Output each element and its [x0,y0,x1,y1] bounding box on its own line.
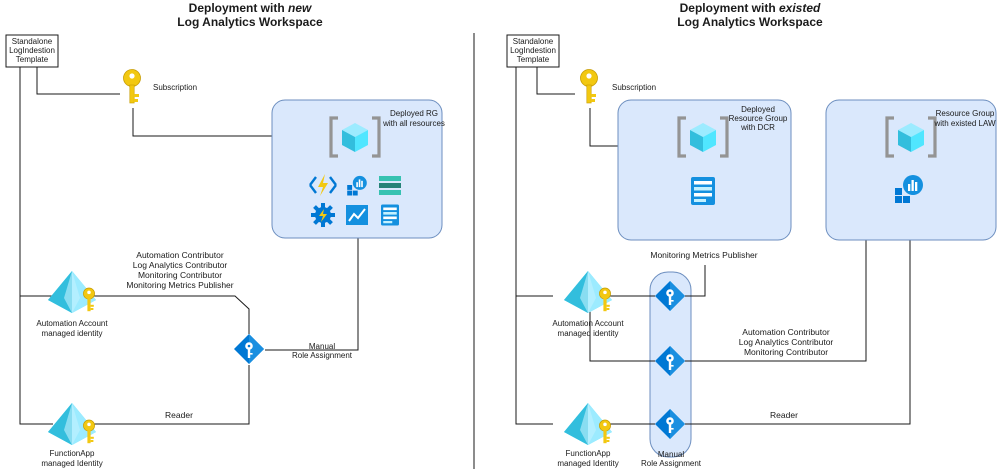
left-function-label-2: managed Identity [41,459,102,468]
left-diagram: Deployment with new Log Analytics Worksp… [5,1,445,468]
right-rg-law-label-2: with existed LAW [933,119,996,128]
right-publisher-label: Monitoring Metrics Publisher [650,250,757,260]
right-function-identity-icon[interactable] [563,402,613,446]
right-automation-label-1: Automation Account [552,319,624,328]
left-title: Deployment with new [189,1,312,15]
right-subscription-label: Subscription [612,83,656,92]
right-template-box[interactable] [506,34,560,68]
automation-account-icon [311,203,335,227]
left-template-box[interactable] [5,34,59,68]
left-function-identity-icon[interactable] [47,402,97,446]
left-role-line-3: Monitoring Contributor [138,270,222,280]
right-role-line-1: Automation Contributor [742,327,830,337]
right-rg-dcr-label-1: Deployed [741,105,775,114]
left-rg-label-1: Deployed RG [390,109,438,118]
right-title: Deployment with existed [680,1,821,15]
data-collection-rule-icon [381,204,399,226]
left-role-line-2: Log Analytics Contributor [133,260,228,270]
right-rg-law-group[interactable] [825,99,997,241]
right-function-label-1: FunctionApp [566,449,611,458]
left-template-label-2: LogIndestion [9,46,55,55]
right-rg-dcr-group[interactable] [617,99,792,241]
left-reader-label: Reader [165,410,193,420]
left-automation-label-2: managed identity [42,329,103,338]
right-template-label-1: Standalone [513,37,554,46]
left-manual-label-1: Manual [309,342,335,351]
right-automation-identity-icon[interactable] [563,270,613,314]
left-role-assignment-icon[interactable] [234,334,264,364]
left-subscription-label: Subscription [153,83,197,92]
right-rg-dcr-label-3: with DCR [740,123,775,132]
right-role-line-3: Monitoring Contributor [744,347,828,357]
storage-account-icon [379,176,401,195]
left-role-line-1: Automation Contributor [136,250,224,260]
right-subscription-key-icon [580,69,598,104]
left-template-label-1: Standalone [12,37,53,46]
left-title-line2: Log Analytics Workspace [177,15,323,29]
right-rg-law-label-1: Resource Group [936,109,995,118]
right-function-label-2: managed Identity [557,459,618,468]
right-dcr-icon [691,177,715,205]
left-automation-identity-icon[interactable] [47,270,97,314]
left-manual-label-2: Role Assignment [292,351,353,360]
left-automation-label-1: Automation Account [36,319,108,328]
left-deployed-rg-group[interactable] [271,99,443,239]
left-subscription-key-icon [123,69,141,104]
right-template-label-3: Template [517,55,550,64]
right-manual-label-1: Manual [658,450,684,459]
left-function-label-1: FunctionApp [50,449,95,458]
function-app-icon [309,174,337,196]
workbook-icon [346,205,368,225]
left-rg-label-2: with all resources [382,119,445,128]
right-automation-label-2: managed identity [558,329,619,338]
right-rg-dcr-label-2: Resource Group [729,114,788,123]
right-template-label-2: LogIndestion [510,46,556,55]
right-diagram: Deployment with existed Log Analytics Wo… [506,1,997,468]
left-template-label-3: Template [16,55,49,64]
right-reader-label: Reader [770,410,798,420]
right-role-line-2: Log Analytics Contributor [739,337,834,347]
right-title-line2: Log Analytics Workspace [677,15,823,29]
left-role-line-4: Monitoring Metrics Publisher [126,280,233,290]
right-manual-label-2: Role Assignment [641,459,702,468]
